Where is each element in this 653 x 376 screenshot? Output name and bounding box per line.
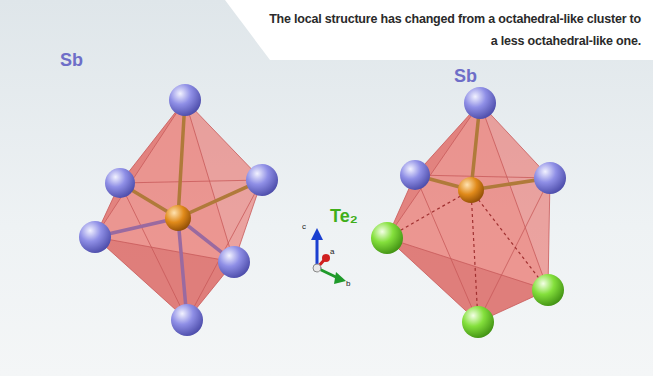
atom-label: Sb bbox=[60, 50, 83, 71]
header-note: The local structure has changed from a o… bbox=[269, 8, 641, 52]
axis-triad bbox=[311, 228, 346, 284]
atom-label: Sb bbox=[454, 66, 477, 87]
axis-label: a bbox=[330, 247, 334, 256]
sb-octahedron bbox=[79, 84, 278, 336]
axis-label: b bbox=[346, 279, 350, 288]
header-band bbox=[225, 0, 653, 60]
axis-label: c bbox=[302, 222, 306, 231]
atom-label: Te₂ bbox=[330, 206, 358, 227]
sbte-polyhedron bbox=[371, 87, 566, 338]
